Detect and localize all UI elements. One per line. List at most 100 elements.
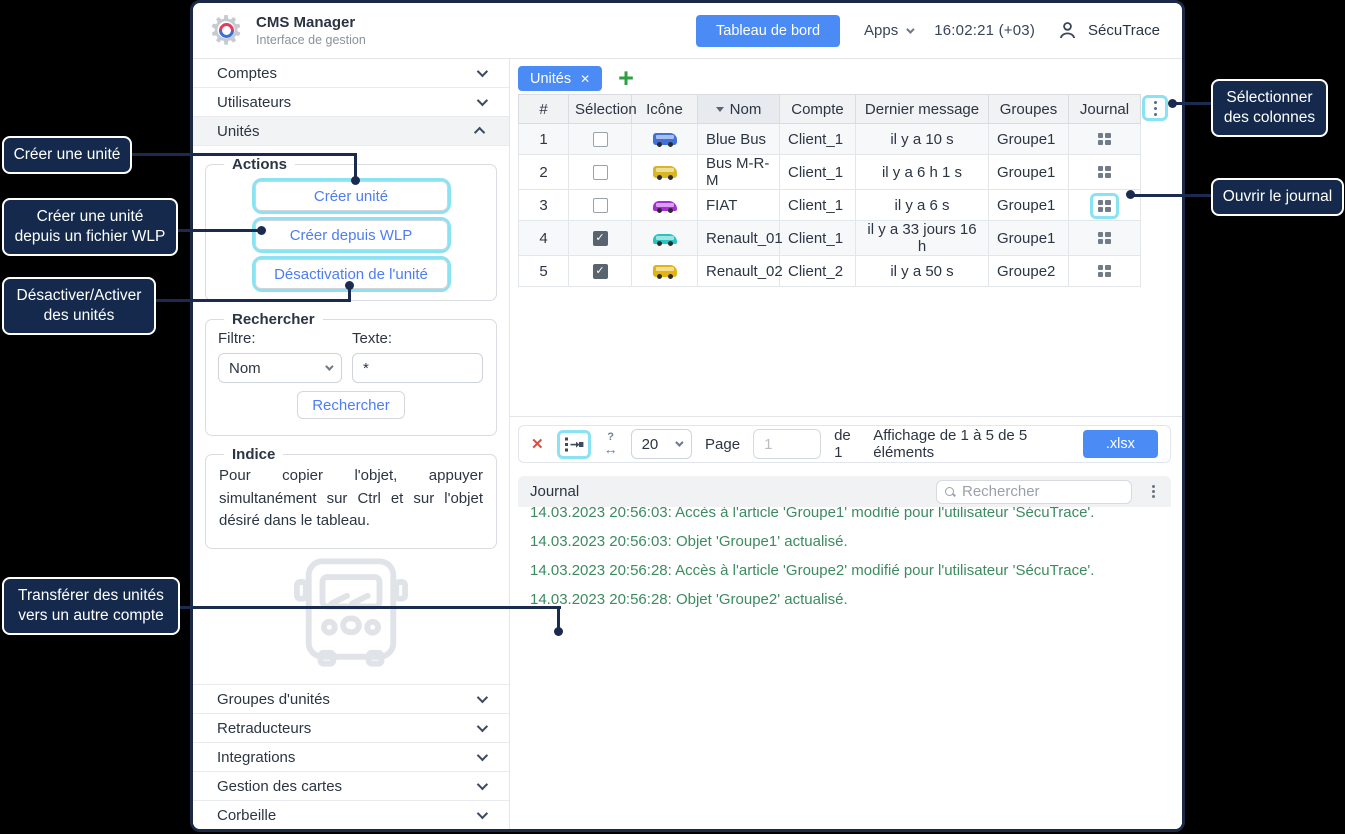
cms-gear-logo-icon: ⚙ <box>206 11 246 51</box>
apps-menu[interactable]: Apps <box>864 22 915 39</box>
row-checkbox[interactable] <box>592 164 608 180</box>
row-checkbox[interactable] <box>592 197 608 213</box>
chevron-down-icon <box>675 438 684 447</box>
col-groupes[interactable]: Groupes <box>988 94 1069 124</box>
sidebar-item-retraducteurs[interactable]: Retraducteurs <box>193 714 509 743</box>
sidebar-item-corbeille[interactable]: Corbeille <box>193 801 509 829</box>
search-button[interactable]: Rechercher <box>297 391 405 419</box>
text-label: Texte: <box>352 330 393 347</box>
col-dernier-message[interactable]: Dernier message <box>855 94 989 124</box>
col-selection[interactable]: Sélection <box>568 94 637 124</box>
transfer-highlight-ring <box>556 429 591 459</box>
export-xlsx-button[interactable]: .xlsx <box>1082 430 1159 458</box>
connector-line <box>1176 102 1211 105</box>
search-text-input[interactable] <box>352 353 483 383</box>
unit-name: FIAT <box>697 189 780 221</box>
connector-line <box>354 153 357 180</box>
page-size-select[interactable]: 20 <box>630 429 693 459</box>
journal-icon[interactable] <box>1098 232 1111 244</box>
hint-panel: Indice Pour copier l'objet, appuyer simu… <box>205 446 497 549</box>
table-row[interactable]: 1 Blue Bus Client_1 il y a 10 s Groupe1 <box>518 123 1141 155</box>
hint-text: Pour copier l'objet, appuyer simultanéme… <box>219 467 483 529</box>
page-label: Page <box>705 435 741 453</box>
fit-columns-icon[interactable]: ? ↔ <box>603 431 618 457</box>
search-legend: Rechercher <box>232 311 315 328</box>
row-checkbox[interactable] <box>592 263 608 279</box>
column-selector-button[interactable] <box>1142 95 1168 121</box>
chevron-down-icon <box>476 691 489 704</box>
chevron-up-icon <box>473 126 486 139</box>
sort-desc-icon <box>715 106 724 112</box>
unit-name: Blue Bus <box>697 123 780 155</box>
vehicle-icon <box>652 133 677 147</box>
journal-icon[interactable] <box>1098 166 1111 178</box>
add-tab-button[interactable]: + <box>618 62 634 93</box>
journal-search-input[interactable] <box>962 483 1161 500</box>
user-menu[interactable]: SécuTrace <box>1057 20 1160 41</box>
unit-name: Bus M-R-M <box>697 154 780 190</box>
connector-line <box>176 229 262 232</box>
hint-legend: Indice <box>232 446 276 463</box>
journal-icon[interactable] <box>1098 133 1111 145</box>
chevron-down-icon <box>476 778 489 791</box>
units-table: # Sélection Icône Nom Compte Dernier mes… <box>518 94 1141 287</box>
row-checkbox[interactable] <box>592 230 608 246</box>
log-entry: 14.03.2023 20:56:03: Objet 'Groupe1' act… <box>530 533 848 550</box>
page-number-input[interactable] <box>753 429 822 459</box>
highlight-ring: Créer depuis WLP <box>251 217 451 253</box>
callout-creer-unite: Créer une unité <box>2 136 132 174</box>
connector-dot <box>345 281 354 290</box>
deactivate-unit-button[interactable]: Désactivation de l'unité <box>254 259 448 289</box>
rows-summary: Affichage de 1 à 5 de 5 éléments <box>873 427 1028 461</box>
search-icon <box>945 486 955 497</box>
row-checkbox[interactable] <box>592 131 608 147</box>
chevron-down-icon <box>906 24 915 34</box>
journal-menu-icon[interactable] <box>1152 490 1155 493</box>
tab-unites[interactable]: Unités ✕ <box>518 66 603 91</box>
col-compte[interactable]: Compte <box>779 94 856 124</box>
app-subtitle: Interface de gestion <box>256 33 366 47</box>
sidebar-item-gestion-cartes[interactable]: Gestion des cartes <box>193 772 509 801</box>
create-unit-button[interactable]: Créer unité <box>254 181 448 211</box>
sidebar-item-utilisateurs[interactable]: Utilisateurs <box>193 88 509 117</box>
filter-select[interactable]: Nom <box>218 353 342 383</box>
sidebar-item-groupes-unites[interactable]: Groupes d'unités <box>193 685 509 714</box>
tab-bar: Unités ✕ + <box>510 59 1182 92</box>
col-num[interactable]: # <box>518 94 569 124</box>
chevron-down-icon <box>476 65 489 78</box>
transfer-units-icon[interactable] <box>564 436 584 453</box>
connector-line <box>178 606 561 609</box>
journal-icon[interactable] <box>1098 199 1111 212</box>
close-icon[interactable]: ✕ <box>580 71 591 86</box>
journal-search[interactable] <box>936 479 1161 504</box>
connector-dot <box>554 627 563 636</box>
chevron-down-icon <box>476 94 489 107</box>
clear-selection-icon[interactable]: ✕ <box>531 436 544 453</box>
col-icone[interactable]: Icône <box>631 94 698 124</box>
sidebar-item-comptes[interactable]: Comptes <box>193 59 509 88</box>
col-journal[interactable]: Journal <box>1068 94 1141 124</box>
chevron-down-icon <box>476 807 489 820</box>
connector-dot <box>257 226 266 235</box>
table-header-row: # Sélection Icône Nom Compte Dernier mes… <box>518 94 1141 124</box>
sidebar-item-integrations[interactable]: Integrations <box>193 743 509 772</box>
create-from-wlp-button[interactable]: Créer depuis WLP <box>254 220 448 250</box>
chevron-down-icon <box>476 720 489 733</box>
table-row[interactable]: 5 Renault_02 Client_2 il y a 50 s Groupe… <box>518 255 1141 287</box>
actions-panel: Actions Créer unité Créer depuis WLP Dés… <box>205 156 497 301</box>
journal-icon[interactable] <box>1098 265 1111 277</box>
table-row[interactable]: 4 Renault_01 Client_1 il y a 33 jours 16… <box>518 220 1141 256</box>
app-window: ⚙ CMS Manager Interface de gestion Table… <box>190 0 1185 832</box>
sidebar-item-unites[interactable]: Unités <box>193 117 509 146</box>
connector-dot <box>1168 99 1177 108</box>
apps-label: Apps <box>864 22 899 39</box>
highlight-ring: Créer unité <box>251 178 451 214</box>
connector-line <box>1133 194 1211 197</box>
col-nom-sorted[interactable]: Nom <box>697 94 780 124</box>
search-panel: Rechercher Filtre: Nom Texte: <box>205 311 497 436</box>
table-row[interactable]: 2 Bus M-R-M Client_1 il y a 6 h 1 s Grou… <box>518 154 1141 190</box>
dashboard-button[interactable]: Tableau de bord <box>696 14 841 47</box>
vehicle-icon <box>652 166 677 180</box>
log-entry: 14.03.2023 20:56:03: Accès à l'article '… <box>530 507 1095 521</box>
table-row[interactable]: 3 FIAT Client_1 il y a 6 s Groupe1 <box>518 189 1141 221</box>
